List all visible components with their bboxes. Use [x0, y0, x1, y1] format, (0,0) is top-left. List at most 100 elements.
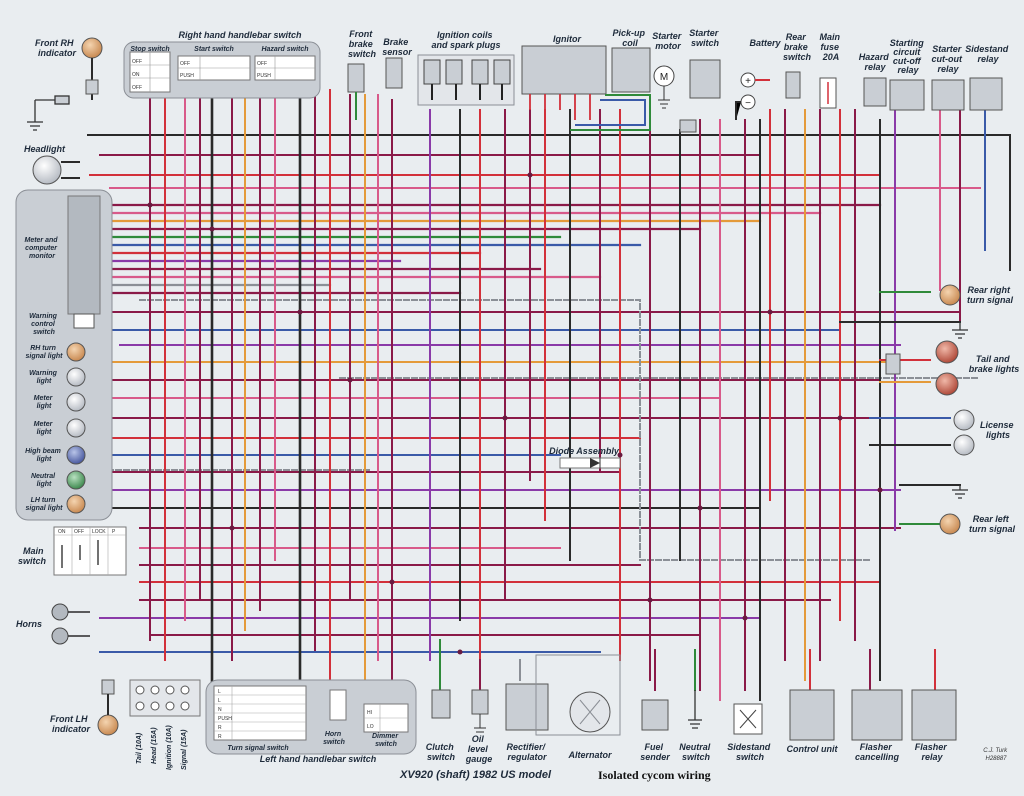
flasher-cancelling — [851, 689, 903, 741]
label-pickup-coil: Pick-up coil — [612, 28, 647, 48]
control-unit — [789, 689, 835, 741]
sidestand-switch — [733, 703, 763, 735]
label-tail-brake-lights: Tail and brake lights — [969, 354, 1020, 374]
ground-symbol — [27, 95, 70, 131]
label-brake-sensor: Brake sensor — [382, 37, 412, 57]
label-left-handlebar-switch: Left hand handlebar switch — [260, 754, 377, 764]
label-hazard-relay: Hazard relay — [859, 52, 892, 72]
horns — [51, 603, 90, 645]
label-headlight: Headlight — [24, 144, 66, 154]
label-starter-motor: Starter motor — [652, 31, 684, 51]
label-neutral-switch: Neutral switch — [679, 742, 713, 762]
pickup-coil — [570, 47, 651, 131]
label-flasher-cancelling: Flasher cancelling — [855, 742, 900, 762]
front-lh-indicator — [97, 679, 119, 736]
label-ignition-coils: Ignition coils and spark plugs — [431, 30, 500, 50]
label-meter-light: Meter light — [34, 395, 55, 410]
label-main-fuse: Main fuse 20A — [819, 32, 842, 62]
tail-brake-lights — [885, 340, 959, 396]
label-control-unit: Control unit — [787, 744, 839, 754]
svg-text:+: + — [745, 76, 751, 87]
label-fuel-sender: Fuel sender — [640, 742, 670, 762]
diagram-subtitle: Isolated cycom wiring — [598, 768, 711, 782]
turn-signal-switch-table: L L N PUSH R R — [218, 689, 233, 740]
main-fuse — [819, 77, 837, 109]
label-fuse-ignition: Ignition (10A) — [166, 725, 173, 770]
label-oil-level-gauge: Oil level gauge — [465, 734, 493, 764]
wire-bottom-feeds — [439, 639, 936, 691]
label-dimmer-switch: Dimmer switch — [372, 733, 400, 748]
ground-symbol — [952, 322, 968, 339]
label-rh-turn-signal-light: RH turn signal light — [26, 345, 64, 360]
sidestand-relay — [969, 77, 1003, 111]
label-horns: Horns — [16, 619, 42, 629]
label-main-switch: Main switch — [18, 546, 47, 566]
label-fuse-tail: Tail (10A) — [136, 732, 143, 764]
wire-junctions — [147, 172, 883, 655]
label-start-switch: Start switch — [194, 46, 234, 53]
hazard-relay — [863, 77, 887, 107]
rear-brake-switch — [785, 71, 801, 99]
license-lights — [953, 409, 975, 456]
label-horn-switch: Horn switch — [323, 731, 345, 746]
label-front-brake-switch: Front brake switch — [348, 29, 377, 59]
right-handlebar-switch — [123, 41, 321, 99]
label-rear-brake-switch: Rear brake switch — [783, 32, 812, 62]
label-license-lights: License lights — [980, 420, 1016, 440]
label-battery: Battery — [749, 38, 781, 48]
fuel-sender — [641, 699, 669, 731]
label-rear-right-turn-signal: Rear right turn signal — [967, 285, 1014, 305]
label-front-rh-indicator: Front RH indicator — [35, 38, 77, 58]
brake-sensor — [385, 57, 403, 89]
dimmer-switch-table: HI LO — [367, 710, 374, 730]
ignition-coils — [417, 54, 515, 106]
front-brake-switch — [347, 63, 365, 120]
diode-assembly — [559, 457, 621, 469]
label-sidestand-switch: Sidestand switch — [727, 742, 773, 762]
main-switch-table: ON OFF LOCK P — [58, 529, 116, 535]
label-high-beam-light: High beam light — [25, 448, 63, 463]
label-right-handlebar-switch: Right hand handlebar switch — [178, 30, 302, 40]
stop-switch-table: OFF ON OFF — [132, 59, 143, 91]
main-switch — [53, 526, 127, 576]
rear-right-turn-signal — [939, 284, 961, 306]
label-warning-control-switch: Warning control switch — [29, 313, 59, 336]
label-sidestand-relay: Sidestand relay — [965, 44, 1011, 64]
wire-verticals — [149, 88, 986, 721]
label-meter-light: Meter light — [34, 421, 55, 436]
ignitor — [521, 45, 607, 120]
left-handlebar-switch — [205, 679, 417, 755]
label-clutch-switch: Clutch switch — [426, 742, 457, 762]
label-lh-turn-signal-light: LH turn signal light — [26, 497, 64, 512]
label-starting-circuit-relay: Starting circuit cut-off relay — [890, 38, 927, 75]
diagram-title: XV920 (shaft) 1982 US model — [399, 769, 552, 781]
alternator — [535, 654, 621, 736]
start-switch-table: OFF PUSH — [180, 61, 194, 79]
rectifier-regulator — [505, 683, 549, 731]
headlight — [32, 155, 80, 185]
clutch-switch — [431, 689, 451, 719]
wire-rear-lights — [839, 291, 961, 525]
label-flasher-relay: Flasher relay — [915, 742, 950, 762]
wire-bus-meter — [98, 203, 882, 295]
label-meter-monitor: Meter and computer monitor — [24, 237, 59, 260]
label-ignitor: Ignitor — [553, 34, 581, 44]
diagram-credit: C.J. Turk H28887 — [983, 748, 1009, 762]
label-turn-signal-switch: Turn signal switch — [227, 745, 288, 752]
ground-symbol — [952, 485, 968, 499]
label-fuse-head: Head (15A) — [151, 727, 158, 764]
svg-text:M: M — [660, 72, 668, 83]
label-diode-assembly: Diode Assembly — [549, 446, 620, 456]
meter-monitor-panel — [15, 189, 113, 521]
label-starter-switch: Starter switch — [689, 28, 721, 48]
label-neutral-light: Neutral light — [31, 473, 57, 488]
flasher-relay — [911, 689, 957, 741]
starter-switch — [679, 59, 721, 133]
front-rh-indicator — [81, 37, 103, 100]
component-labels: Front RH indicator Right hand handlebar … — [16, 28, 1019, 770]
neutral-switch — [688, 690, 702, 729]
label-rear-left-turn-signal: Rear left turn signal — [969, 514, 1016, 534]
label-hazard-switch: Hazard switch — [261, 46, 308, 53]
oil-level-gauge — [471, 689, 489, 733]
label-front-lh-indicator: Front LH indicator — [50, 714, 91, 734]
